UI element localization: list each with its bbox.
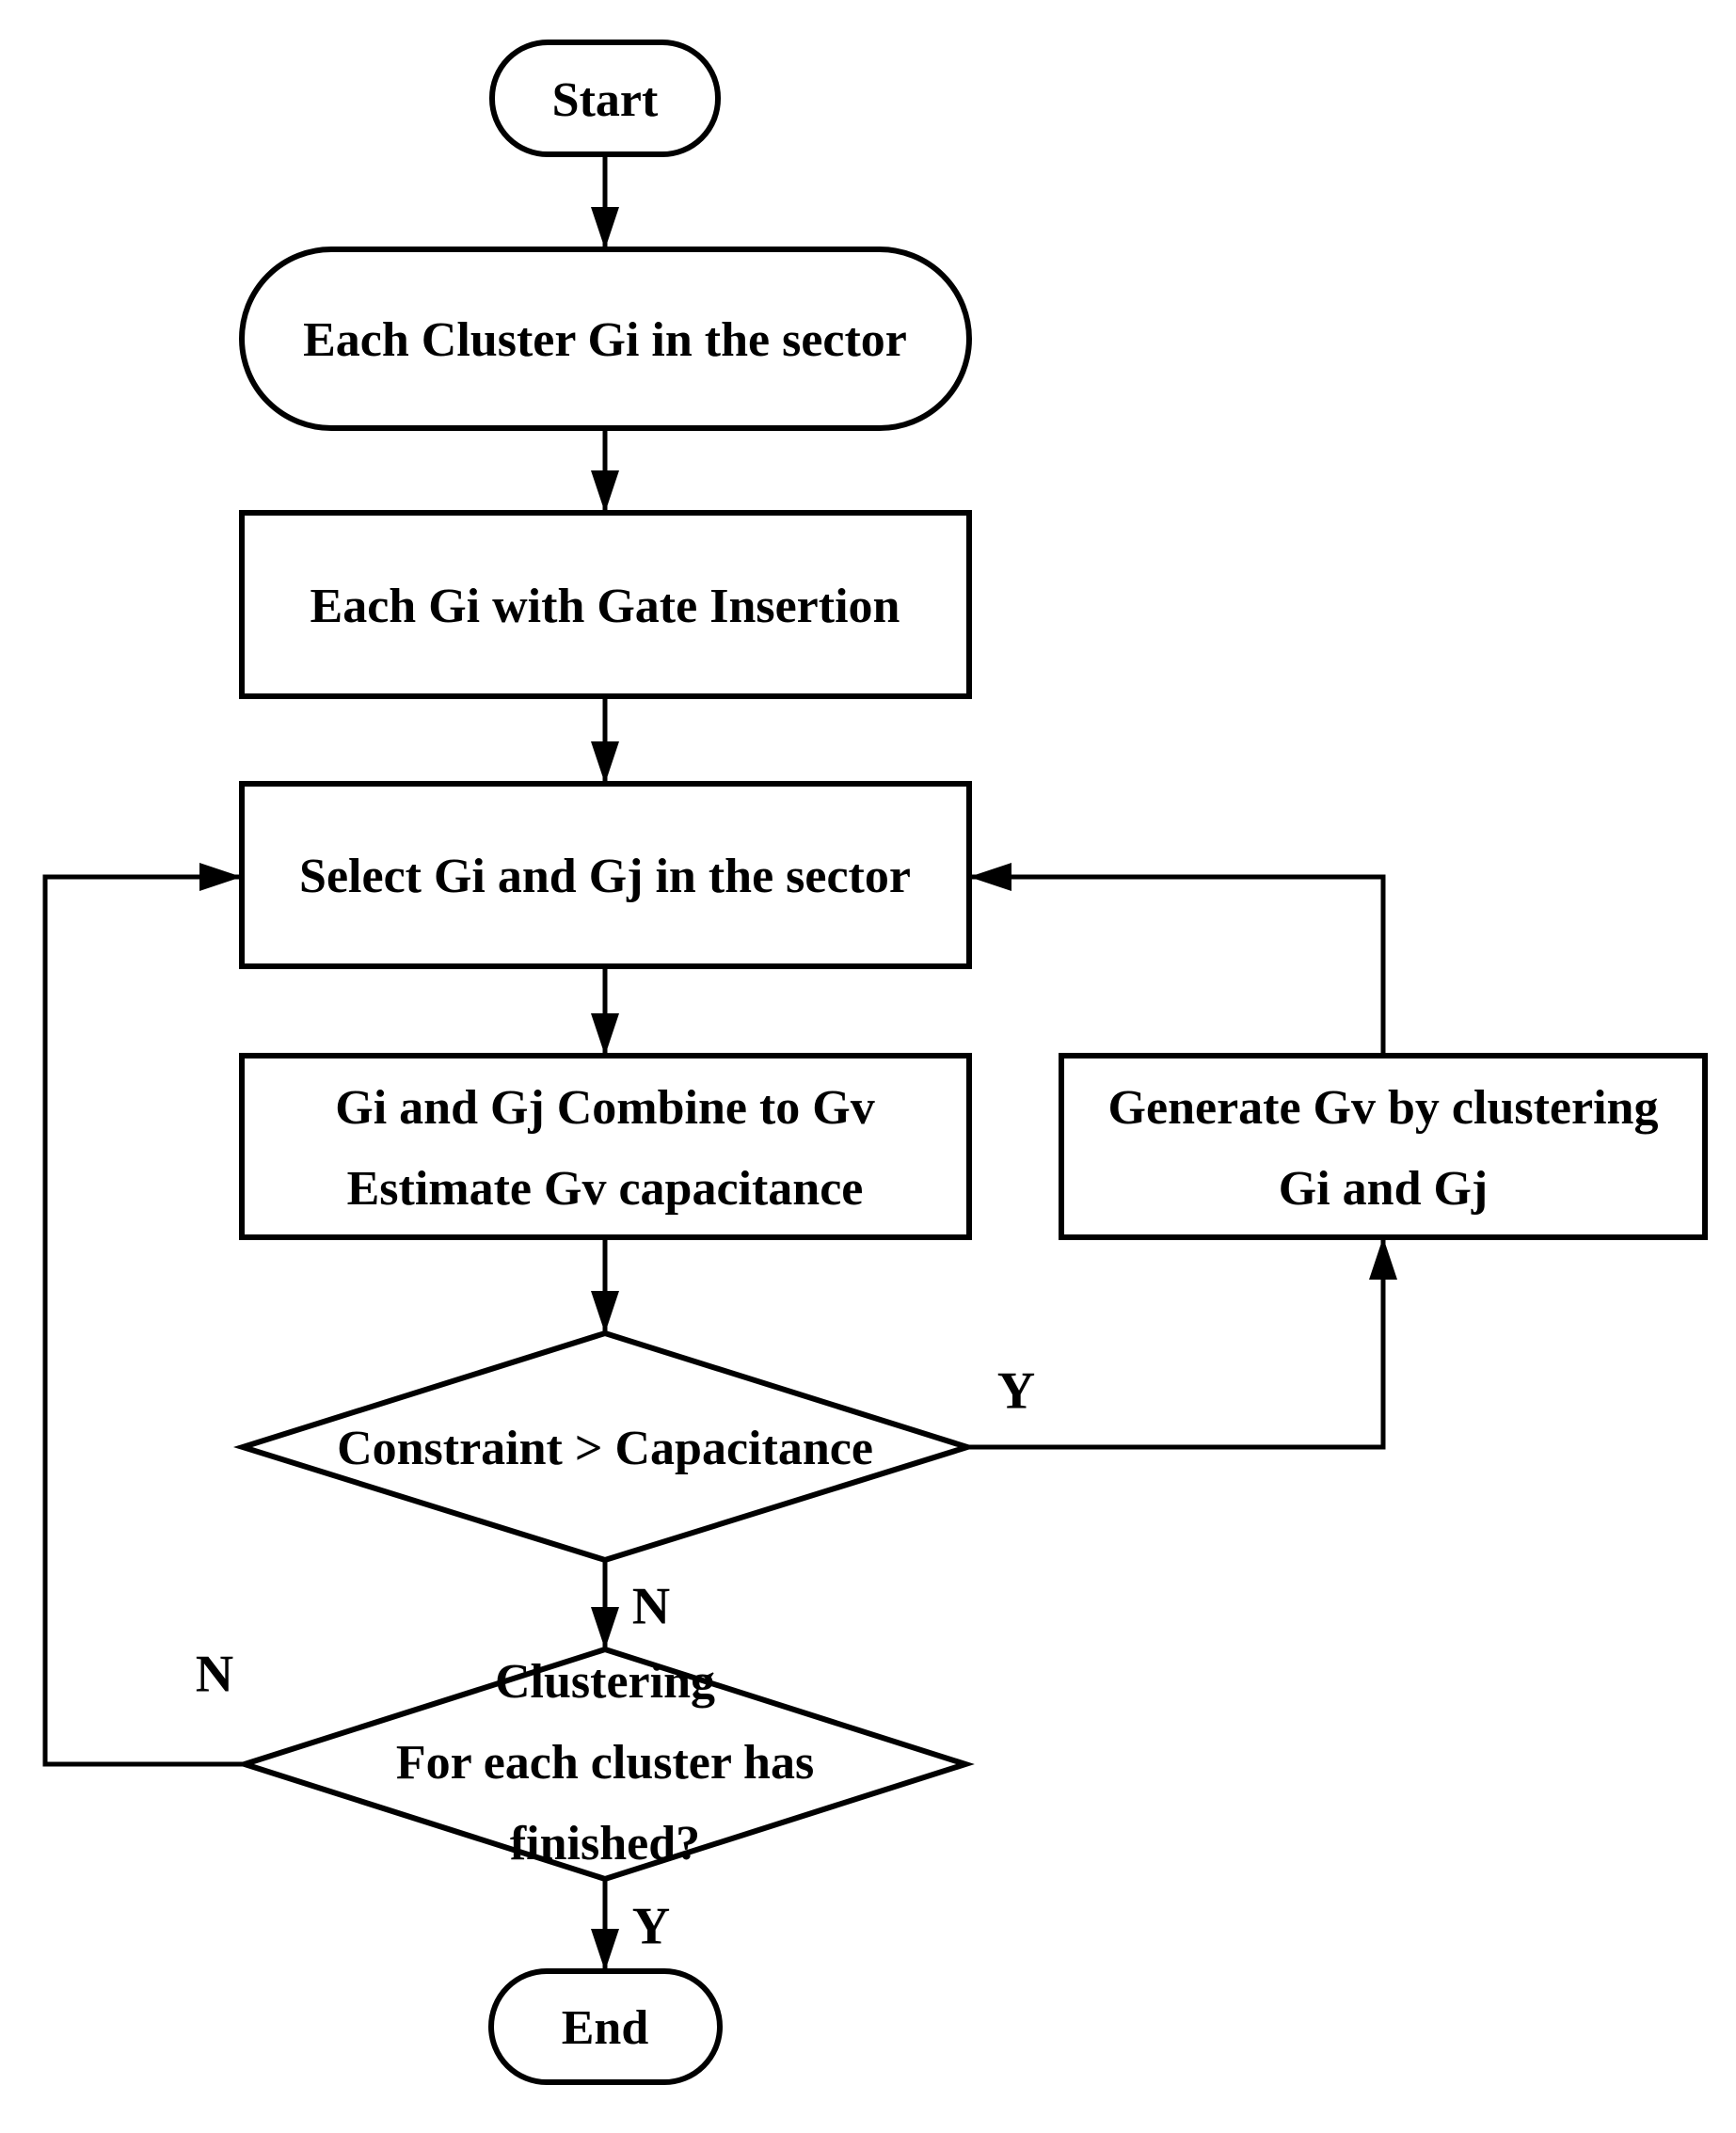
label-finished-yes: Y [632, 1898, 670, 1956]
gate-insertion-label: Each Gi with Gate Insertion [311, 580, 900, 633]
edge-finished-no-to-select [42, 863, 245, 1767]
edge-generate-to-select [969, 863, 1386, 1056]
edges [42, 154, 1397, 1971]
node-start: Start [489, 40, 721, 157]
finished-check-decision-shape [235, 1646, 975, 1883]
end-terminator-shape [488, 1968, 723, 2085]
combine-label-line2: Estimate Gv capacitance [347, 1162, 864, 1216]
constraint-check-label: Constraint > Capacitance [337, 1422, 873, 1475]
generate-gv-label-line2: Gi and Gj [1279, 1162, 1489, 1216]
start-terminator-shape [489, 40, 721, 157]
node-constraint-check: Constraint > Capacitance [232, 1329, 978, 1564]
generate-gv-label-line1: Generate Gv by clustering [1108, 1081, 1659, 1135]
generate-gv-process-shape [1059, 1053, 1708, 1240]
node-combine: Gi and Gj Combine to Gv Estimate Gv capa… [239, 1053, 972, 1240]
finished-check-label-line3: finished? [510, 1817, 700, 1870]
end-label: End [562, 2001, 649, 2055]
node-end: End [488, 1968, 723, 2085]
gate-insertion-process-shape [239, 510, 972, 699]
select-gi-gj-label: Select Gi and Gj in the sector [299, 850, 911, 903]
edge-labels: Y N N Y [196, 1362, 1035, 1956]
constraint-check-decision-shape [232, 1329, 978, 1564]
each-cluster-label: Each Cluster Gi in the sector [303, 313, 907, 367]
label-finished-no: N [196, 1646, 233, 1704]
node-each-cluster: Each Cluster Gi in the sector [239, 247, 972, 431]
finished-check-label-line2: For each cluster has [396, 1736, 814, 1790]
node-select-gi-gj: Select Gi and Gj in the sector [239, 781, 972, 969]
select-gi-gj-process-shape [239, 781, 972, 969]
start-label: Start [552, 73, 659, 127]
label-constraint-yes: Y [997, 1362, 1035, 1421]
node-finished-check: Clustering For each cluster has finished… [235, 1646, 975, 1883]
each-cluster-terminator-shape [239, 247, 972, 431]
finished-check-label-line1: Clustering [495, 1655, 715, 1709]
node-gate-insertion: Each Gi with Gate Insertion [239, 510, 972, 699]
label-constraint-no: N [632, 1578, 670, 1636]
edge-constraint-yes-to-generate [967, 1237, 1397, 1450]
combine-process-shape [239, 1053, 972, 1240]
combine-label-line1: Gi and Gj Combine to Gv [335, 1081, 875, 1135]
node-generate-gv: Generate Gv by clustering Gi and Gj [1059, 1053, 1708, 1240]
